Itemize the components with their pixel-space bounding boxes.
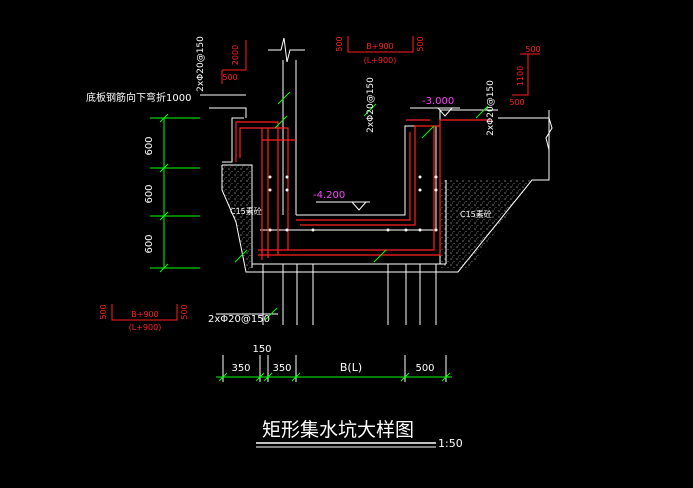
box-right-500: 500 [525, 45, 540, 54]
vdim-2: 600 [144, 184, 155, 203]
elevation-markers [316, 107, 460, 211]
rebar-lines [235, 119, 490, 260]
vertical-dimension [150, 113, 200, 273]
c15-label-left: C15素砼 [230, 206, 262, 216]
horizontal-dimension [216, 372, 452, 382]
box-top-right [512, 53, 540, 96]
bottom-rebar-note: 底板钢筋向下弯折1000 [86, 91, 191, 104]
box-top-center [347, 36, 414, 53]
hdim-4: 500 [415, 363, 434, 374]
box-bot-b: B+900 [131, 310, 158, 319]
c15-fill [222, 165, 532, 270]
box-top-b: B+900 [366, 42, 393, 51]
box-left-2000: 2000 [231, 45, 240, 65]
box-top-left [221, 40, 247, 84]
box-bot-500: 500 [99, 304, 108, 319]
green-ticks [234, 91, 489, 321]
structure-outline [200, 37, 553, 382]
box-bottom-left [111, 304, 178, 321]
rebar-label-mid: 2xΦ20@150 [366, 77, 376, 133]
box-right-1100: 1100 [516, 66, 525, 86]
drawing-scale: 1:50 [438, 437, 463, 450]
box-left-500: 500 [222, 73, 237, 82]
vdim-1: 600 [144, 136, 155, 155]
box-bot-l: (L+900) [129, 323, 162, 332]
box-bot-500b: 500 [180, 304, 189, 319]
c15-label-right: C15素砼 [460, 209, 492, 219]
box-top-l: (L+900) [364, 56, 397, 65]
drawing-title: 矩形集水坑大样图 [262, 419, 414, 441]
rebar-dots [268, 175, 438, 232]
box-top-500: 500 [335, 36, 344, 51]
box-right-500b: 500 [509, 98, 524, 107]
hdim-150: 150 [252, 344, 271, 355]
elevation-pit: -4.200 [313, 190, 345, 201]
hdim-2: 350 [272, 363, 291, 374]
hdim-3: B(L) [340, 361, 362, 374]
rebar-label-top-left: 2xΦ20@150 [196, 36, 206, 92]
vdim-3: 600 [144, 234, 155, 253]
rebar-label-right: 2xΦ20@150 [486, 80, 496, 136]
box-top-500b: 500 [416, 36, 425, 51]
hdim-1: 350 [231, 363, 250, 374]
rebar-label-bottom: 2xΦ20@150 [208, 314, 270, 325]
elevation-top: -3.000 [422, 96, 454, 107]
